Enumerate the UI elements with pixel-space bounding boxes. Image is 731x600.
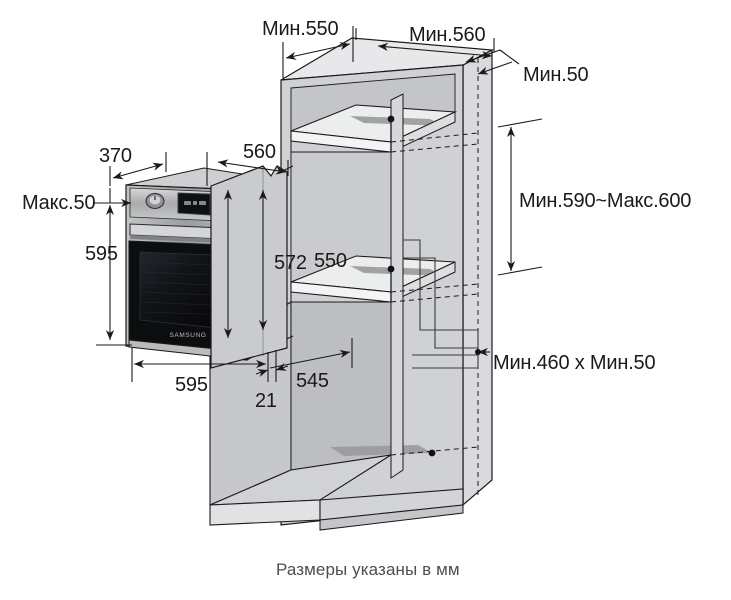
floor-vent-anchor-dot (428, 449, 436, 457)
cabinet-plinth-front (209, 499, 321, 526)
leader-min50 (499, 49, 520, 65)
lower-floor-vent-patch (330, 445, 432, 456)
rear-vent-cutout-outline (403, 239, 479, 369)
dim-label-oven-front-height: 595 (85, 243, 118, 265)
dim-line-370 (112, 162, 164, 180)
dim-line-560b (217, 159, 287, 175)
oven-left-knob[interactable] (145, 193, 165, 209)
cabinet-hidden-edges (390, 58, 479, 495)
dim-label-oven-front-width: 595 (175, 374, 208, 396)
dim-line-min560 (377, 42, 493, 60)
dim-label-niche-width: 545 (296, 370, 329, 392)
oven-brand-logo: SAMSUNG (169, 332, 206, 339)
cabinet-niche-right-inner-wall (390, 93, 404, 479)
dim-line-545 (269, 349, 351, 369)
ext-line-590-bottom (497, 266, 543, 276)
dim-label-niche-height: Мин.590~Макс.600 (519, 190, 692, 212)
dim-label-vent-cutout: Мин.460 x Мин.50 (493, 352, 656, 374)
cabinet-plinth-base (319, 504, 464, 531)
dim-label-rear-gap-top: Мин.50 (523, 64, 589, 86)
dim-line-min550 (285, 42, 351, 60)
ext-line-590-top (497, 118, 543, 128)
dim-label-top-clearance: Макс.50 (22, 192, 96, 214)
dim-line-21-left (255, 369, 269, 378)
dim-label-oven-depth-front: 370 (99, 145, 132, 167)
dimension-lines (93, 26, 543, 382)
oven-display-digits (184, 201, 206, 205)
dim-label-trim-thickness: 21 (255, 390, 277, 412)
cabinet-assembly (209, 37, 495, 531)
dim-label-cabinet-width-top: Мин.560 (409, 24, 486, 46)
dim-label-oven-body-height: 572 (274, 252, 307, 274)
dim-label-oven-body-depth: 560 (243, 141, 276, 163)
dim-line-21-right (275, 362, 289, 371)
dim-line-min50-a (465, 49, 501, 63)
diagram-caption: Размеры указаны в мм (276, 560, 460, 579)
dim-label-niche-body-height: 550 (314, 250, 347, 272)
dim-label-cabinet-depth-top: Мин.550 (262, 18, 339, 40)
dim-line-min50-b (477, 61, 513, 75)
